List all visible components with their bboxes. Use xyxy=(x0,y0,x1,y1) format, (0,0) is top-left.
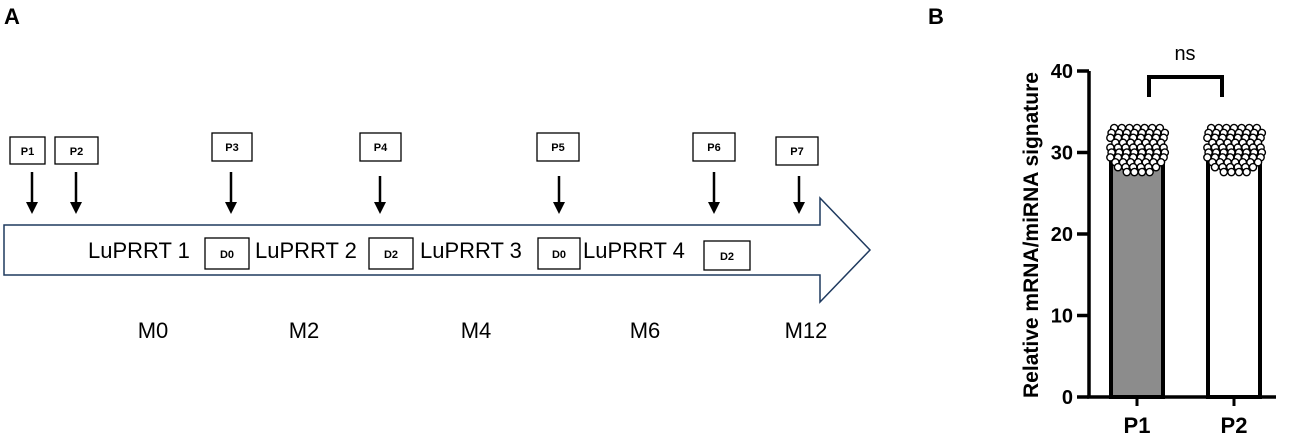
cycle-label: LuPRRT 2 xyxy=(255,238,357,263)
dose-box xyxy=(703,240,751,271)
cycle-label: LuPRRT 4 xyxy=(583,238,685,263)
sample-point xyxy=(1210,162,1220,172)
month-label: M12 xyxy=(785,318,828,343)
sample-point xyxy=(1219,167,1229,177)
dose-label: D2 xyxy=(384,249,398,261)
timepoint-label: P3 xyxy=(225,142,238,154)
significance-bracket xyxy=(1147,75,1224,97)
timepoint-2: P2 xyxy=(54,136,99,214)
arrowhead-icon xyxy=(708,202,720,214)
timepoint-label: P6 xyxy=(707,142,720,154)
sample-point xyxy=(1242,167,1251,177)
timepoint-label: P4 xyxy=(374,142,388,154)
timepoint-box xyxy=(9,136,46,165)
month-label: M2 xyxy=(289,318,320,343)
month-label: M0 xyxy=(138,318,169,343)
y-tick-label: 30 xyxy=(1051,143,1073,165)
timepoint-label: P2 xyxy=(70,146,83,158)
panel-a-letter: A xyxy=(4,4,20,29)
timepoint-1: P1 xyxy=(9,136,46,214)
dose-label: D2 xyxy=(720,251,734,263)
y-axis-title: Relative mRNA/miRNA signature xyxy=(1020,72,1043,398)
timepoint-label: P7 xyxy=(790,146,803,158)
arrowhead-icon xyxy=(26,202,38,214)
sample-point xyxy=(1234,167,1244,177)
timepoint-label: P1 xyxy=(21,146,34,158)
x-category-label: P1 xyxy=(1124,413,1151,438)
timeline-arrow xyxy=(3,196,872,304)
dose-label: D0 xyxy=(552,249,566,261)
timepoint-box xyxy=(54,136,99,165)
timepoint-label: P5 xyxy=(551,142,564,154)
y-tick-label: 20 xyxy=(1051,224,1073,246)
sample-point xyxy=(1122,167,1132,177)
bar-p2 xyxy=(1206,152,1262,399)
dose-box xyxy=(204,237,250,270)
timepoint-6: P6 xyxy=(692,132,736,214)
arrowhead-icon xyxy=(70,202,82,214)
sample-point xyxy=(1145,167,1154,177)
cycle-label: LuPRRT 3 xyxy=(420,238,522,263)
sample-point xyxy=(1156,157,1166,167)
timepoint-box xyxy=(775,136,819,166)
sample-point xyxy=(1248,162,1258,172)
panel-b-letter: B xyxy=(928,4,944,29)
arrowhead-icon xyxy=(225,202,237,214)
timepoint-3: P3 xyxy=(211,132,253,214)
timepoint-box xyxy=(211,132,253,162)
month-label: M4 xyxy=(461,318,492,343)
bar-p1 xyxy=(1109,148,1165,399)
sample-point xyxy=(1253,157,1263,167)
arrowhead-icon xyxy=(374,202,386,214)
sample-point xyxy=(1113,162,1123,172)
sample-point xyxy=(1130,167,1139,177)
timepoint-4: P4 xyxy=(359,132,402,214)
timepoint-7: P7 xyxy=(775,136,819,214)
timepoint-box xyxy=(536,132,580,162)
dose-box xyxy=(368,237,414,270)
significance-label: ns xyxy=(1174,43,1195,65)
x-category-label: P2 xyxy=(1221,413,1248,438)
timepoint-box xyxy=(692,132,736,162)
y-tick-label: 0 xyxy=(1062,387,1073,409)
cycle-label: LuPRRT 1 xyxy=(88,238,190,263)
dose-label: D0 xyxy=(220,249,234,261)
sample-point xyxy=(1137,167,1147,177)
timepoint-box xyxy=(359,132,402,162)
month-label: M6 xyxy=(630,318,661,343)
arrowhead-icon xyxy=(553,202,565,214)
sample-point xyxy=(1227,167,1236,177)
y-tick-label: 10 xyxy=(1051,306,1073,328)
y-tick-label: 40 xyxy=(1051,61,1073,83)
timepoint-5: P5 xyxy=(536,132,580,214)
dose-box xyxy=(537,237,581,270)
sample-point xyxy=(1151,162,1161,172)
arrowhead-icon xyxy=(793,202,805,214)
